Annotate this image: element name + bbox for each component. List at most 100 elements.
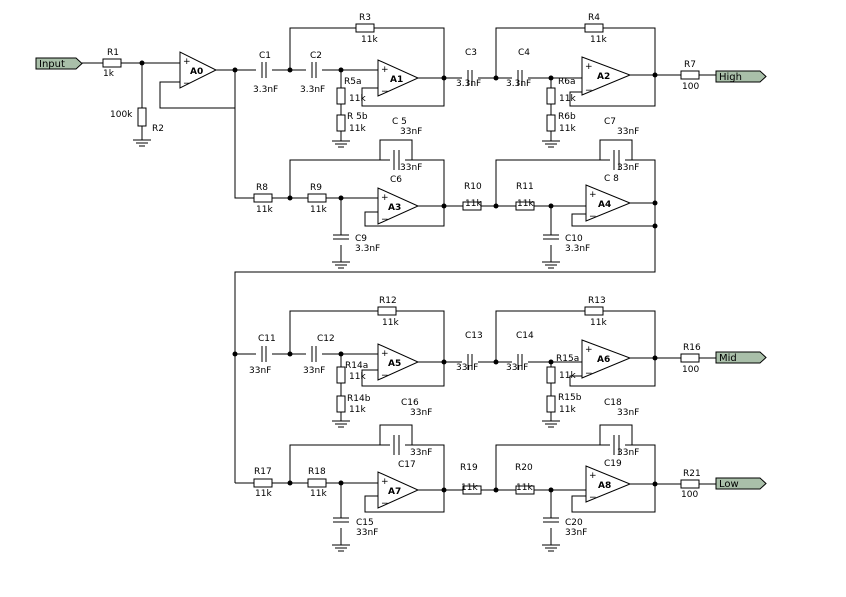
svg-text:+: + (589, 471, 597, 481)
c4-ref: C4 (518, 48, 530, 58)
high-port: High (715, 70, 767, 83)
r20-ref: R20 (515, 463, 533, 473)
low-port: Low (715, 477, 767, 490)
svg-text:+: + (381, 65, 389, 75)
r6b-ref: R6b (558, 112, 576, 122)
r3-val: 11k (361, 35, 378, 45)
r10-ref: R10 (464, 182, 482, 192)
r21-ref: R21 (683, 469, 701, 479)
opamp-a5: +− A5 (377, 343, 420, 381)
r18-ref: R18 (308, 467, 326, 477)
svg-text:A5: A5 (388, 359, 401, 369)
resistors: R1 1k 100k R2 R3 11k R4 11k R5a 11k R 5b… (102, 13, 701, 500)
svg-text:+: + (381, 193, 389, 203)
r8-ref: R8 (256, 183, 268, 193)
opamp-a2: +− A2 (581, 56, 632, 96)
opamp-a1: +− A1 (377, 59, 420, 97)
c20-ref: C20 (565, 518, 583, 528)
r14b-val: 11k (349, 405, 366, 415)
low-port-label: Low (719, 479, 739, 490)
svg-text:A1: A1 (390, 75, 403, 85)
svg-text:A2: A2 (597, 72, 610, 82)
svg-text:+: + (381, 349, 389, 359)
op-amps: +− A0 +− A1 +− A2 +− A3 +− A4 +− A5 +− A… (179, 51, 632, 509)
svg-text:+: + (589, 190, 597, 200)
svg-text:−: − (183, 79, 191, 89)
r5b-ref: R 5b (347, 112, 368, 122)
svg-text:A0: A0 (190, 67, 203, 77)
c9-ref: C9 (355, 234, 367, 244)
c7-ref: C7 (604, 117, 616, 127)
r3-ref: R3 (359, 13, 371, 23)
c7-val: 33nF (617, 127, 639, 137)
svg-text:−: − (381, 215, 389, 225)
r19-val: 11k (461, 483, 478, 493)
c17-ref: C17 (398, 460, 416, 470)
r14a-val: 11k (349, 372, 366, 382)
svg-text:+: + (585, 345, 593, 355)
r6a-ref: R6a (558, 77, 576, 87)
r12-ref: R12 (379, 296, 397, 306)
mid-port-label: Mid (719, 353, 737, 364)
svg-text:+: + (183, 57, 191, 67)
r16-val: 100 (682, 365, 699, 375)
c20-val: 33nF (565, 528, 587, 538)
opamp-a3: +− A3 (377, 187, 420, 225)
c10-val: 3.3nF (565, 244, 590, 254)
c1-ref: C1 (259, 51, 271, 61)
svg-text:−: − (585, 369, 593, 379)
c9-val: 3.3nF (355, 244, 380, 254)
c10-ref: C10 (565, 234, 583, 244)
r6b-val: 11k (559, 124, 576, 134)
r15a-ref: R15a (556, 354, 579, 364)
mid-port: Mid (715, 351, 767, 364)
r5b-val: 11k (349, 124, 366, 134)
r15a-val: 11k (559, 371, 576, 381)
r5a-ref: R5a (344, 77, 362, 87)
r19-ref: R19 (460, 463, 478, 473)
c11-val: 33nF (249, 366, 271, 376)
r14a-ref: R14a (345, 361, 368, 371)
r14b-ref: R14b (347, 394, 371, 404)
svg-text:−: − (589, 493, 597, 503)
input-port: Input (35, 57, 83, 70)
r10-val: 11k (465, 199, 482, 209)
svg-text:−: − (589, 212, 597, 222)
ground-symbols (133, 139, 560, 552)
c12-ref: C12 (317, 334, 335, 344)
c13-val: 33nF (456, 363, 478, 373)
r18-val: 11k (310, 489, 327, 499)
r7-ref: R7 (684, 60, 696, 70)
c19-val: 33nF (617, 448, 639, 458)
c4-val: 3.3nF (506, 79, 531, 89)
opamp-a4: + − A4 (585, 184, 632, 222)
c8-ref: C 8 (604, 174, 619, 184)
r11-val: 11k (517, 199, 534, 209)
c1-val: 3.3nF (253, 85, 278, 95)
c5-ref: C 5 (392, 117, 407, 127)
c15-val: 33nF (356, 528, 378, 538)
junction-dots (139, 60, 658, 493)
r17-val: 11k (255, 489, 272, 499)
opamp-a0: + − A0 (179, 51, 218, 89)
r2-ref: R2 (152, 124, 164, 134)
r15b-ref: R15b (558, 393, 582, 403)
r11-ref: R11 (516, 182, 534, 192)
c2-val: 3.3nF (300, 85, 325, 95)
r6a-val: 11k (559, 94, 576, 104)
r16-ref: R16 (683, 343, 701, 353)
svg-text:+: + (585, 62, 593, 72)
c13-ref: C13 (465, 331, 483, 341)
opamp-a6: +− A6 (581, 339, 632, 379)
r7-val: 100 (682, 82, 699, 92)
c15-ref: C15 (356, 518, 374, 528)
c17-val: 33nF (410, 448, 432, 458)
high-port-label: High (719, 72, 742, 83)
c3-val: 3.3nF (456, 79, 481, 89)
svg-text:A4: A4 (598, 200, 611, 210)
r2-val: 100k (110, 110, 133, 120)
c3-ref: C3 (465, 48, 477, 58)
r9-ref: R9 (310, 183, 322, 193)
r8-val: 11k (256, 205, 273, 215)
